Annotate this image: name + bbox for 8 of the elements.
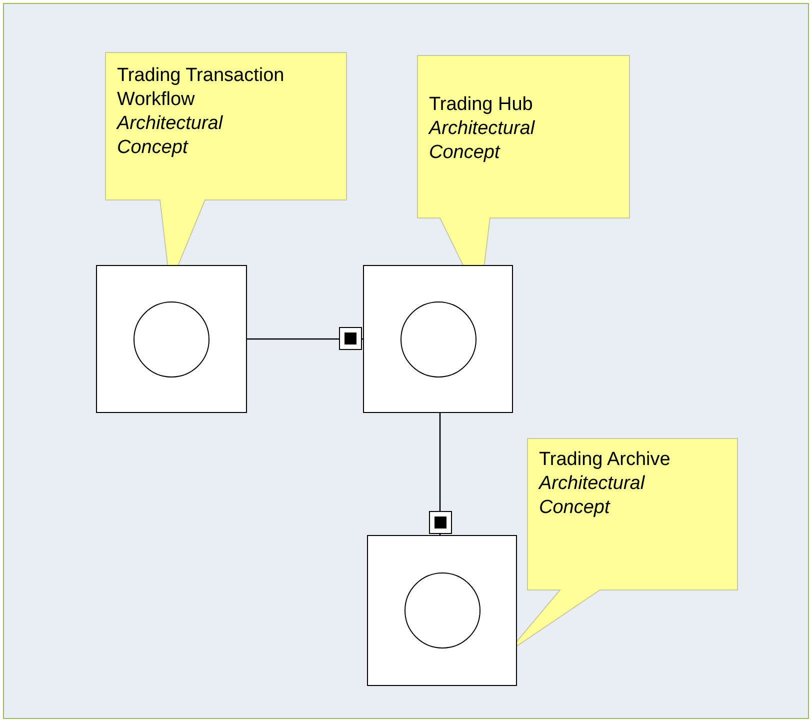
callout-title: Trading Archive [539, 448, 670, 472]
connector [247, 327, 363, 350]
callout-subtitle: Architectural Concept [117, 112, 224, 160]
callout-title: Trading Hub [429, 93, 533, 117]
callout-subtitle: Architectural Concept [539, 472, 646, 520]
callout-subtitle: Architectural Concept [429, 117, 536, 165]
connector [429, 413, 452, 535]
callout-title: Trading Transaction Workflow [117, 64, 286, 112]
